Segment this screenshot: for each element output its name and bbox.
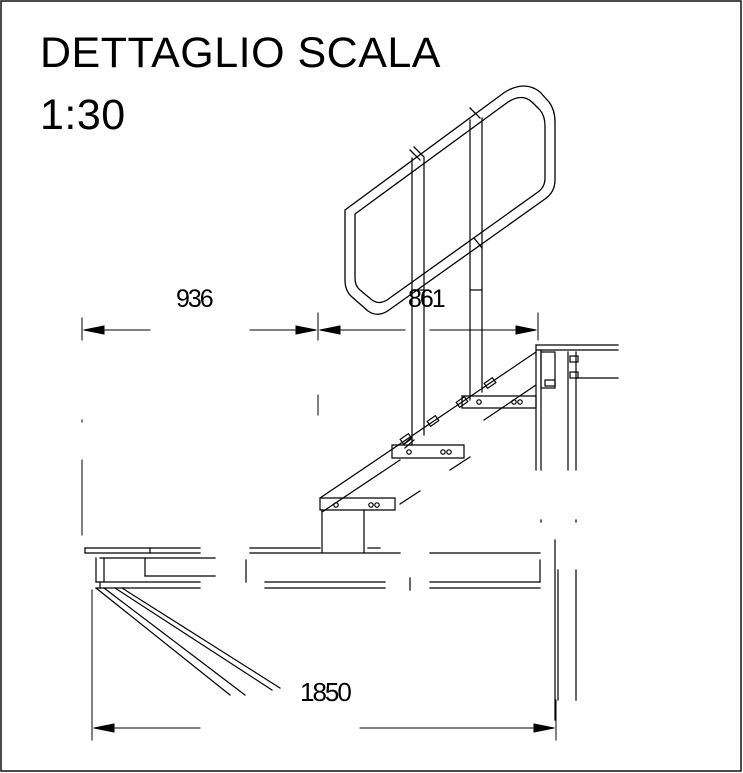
step-brackets bbox=[319, 376, 537, 553]
stair-stringer bbox=[319, 351, 537, 513]
tread-2 bbox=[391, 444, 465, 459]
handrail bbox=[344, 85, 556, 315]
arrow bbox=[319, 325, 341, 335]
upper-landing bbox=[535, 344, 619, 523]
dimension-line-top bbox=[81, 312, 539, 536]
arrow bbox=[83, 325, 105, 335]
dimension-label-1850: 1850 bbox=[300, 677, 352, 707]
diagonal-brace bbox=[95, 587, 281, 696]
handrail-posts bbox=[411, 117, 483, 446]
dimension-line-bottom bbox=[91, 589, 557, 741]
lower-floor bbox=[84, 539, 577, 721]
arrow bbox=[93, 723, 115, 733]
dimension-label-861: 861 bbox=[408, 285, 446, 313]
tread-3 bbox=[461, 395, 537, 409]
drawing-title: DETTAGLIO SCALA bbox=[40, 29, 441, 77]
handrail-inner bbox=[354, 96, 546, 304]
handrail-outer bbox=[344, 85, 556, 315]
tread-1 bbox=[319, 497, 396, 511]
arrow bbox=[533, 723, 555, 733]
drawing-scale: 1:30 bbox=[40, 91, 126, 139]
arrow bbox=[515, 325, 537, 335]
dimension-label-936: 936 bbox=[176, 285, 214, 313]
arrow bbox=[295, 325, 317, 335]
